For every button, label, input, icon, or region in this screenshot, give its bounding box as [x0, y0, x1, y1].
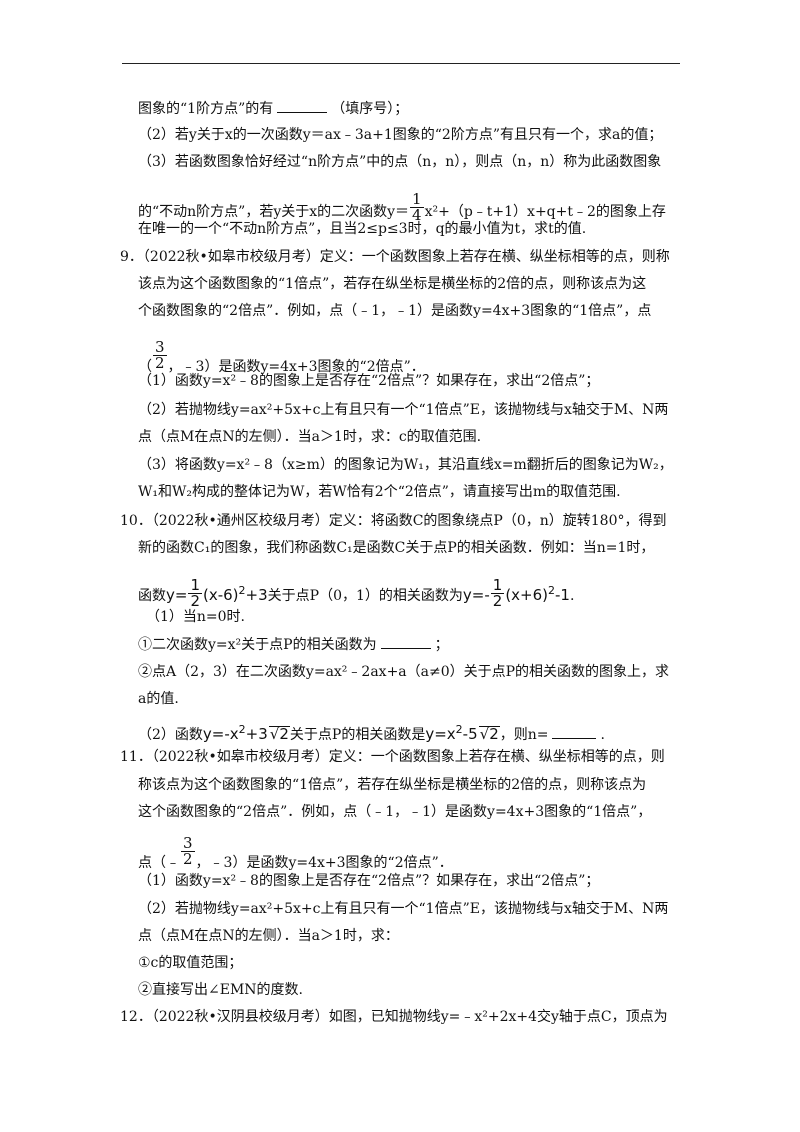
- sqrt-symbol: √2: [268, 725, 290, 743]
- text-line: 点（点M在点N的左侧）．当a＞1时，求：c的取值范围.: [138, 429, 482, 445]
- question-11-line: 11．（2022秋•如皋市校级月考）定义：一个函数图象上若存在横、纵坐标相等的点…: [120, 749, 665, 765]
- formula: y=x2-5√2: [425, 723, 500, 743]
- text-line: 新的函数C₁的图象，我们称函数C₁是函数C关于点P的相关函数．例如：当n=1时，: [138, 540, 655, 556]
- text-line: （1）当n=0时.: [146, 609, 246, 625]
- answer-blank: [552, 725, 597, 739]
- header-rule: [122, 63, 680, 64]
- text-line: ①c的取值范围；: [138, 955, 243, 971]
- formula: y=-x2+3√2: [202, 723, 290, 743]
- answer-blank: [380, 635, 431, 649]
- question-9-line: 9．（2022秋•如皋市校级月考）定义：一个函数图象上若存在横、纵坐标相等的点，…: [120, 249, 670, 265]
- text-line: ②直接写出∠EMN的度数.: [138, 982, 303, 998]
- text-line: （3）若函数图象恰好经过“n阶方点”中的点（n，n），则点（n，n）称为此函数图…: [138, 154, 662, 170]
- sqrt-symbol: √2: [478, 725, 500, 743]
- text-line: （3）将函数y=x²﹣8（x≥m）的图象记为W₁，其沿直线x=m翻折后的图象记为…: [138, 457, 673, 473]
- text-line: 称该点为这个函数图象的“1倍点”，若存在纵坐标是横坐标的2倍的点，则称该点为: [138, 777, 647, 793]
- text-line: （1）函数y=x²﹣8的图象上是否存在“2倍点”？如果存在，求出“2倍点”；: [138, 873, 600, 889]
- text-line: W₁和W₂构成的整体记为W，若W恰有2个“2倍点”，请直接写出m的取值范围.: [138, 484, 621, 500]
- text-line: 该点为这个函数图象的“1倍点”，若存在纵坐标是横坐标的2倍的点，则称该点为这: [138, 276, 647, 292]
- text-line: ①二次函数y=x²关于点P的相关函数为；: [138, 635, 449, 653]
- text-line: 点（点M在点N的左侧）．当a＞1时，求：: [138, 928, 399, 944]
- text-line: 在唯一的一个“不动n阶方点”，且当2≤p≤3时，q的最小值为t，求t的值.: [138, 221, 587, 237]
- text-line: （2）函数y=-x2+3√2关于点P的相关函数是y=x2-5√2，则n=.: [138, 723, 605, 743]
- text-line: 个函数图象的“2倍点”．例如，点（﹣1，﹣1）是函数y=4x+3图象的“1倍点”…: [138, 303, 652, 319]
- question-10-line: 10．（2022秋•通州区校级月考）定义：将函数C的图象绕点P（0，n）旋转18…: [120, 513, 667, 529]
- answer-blank: [277, 99, 328, 113]
- text-line: （1）函数y=x²﹣8的图象上是否存在“2倍点”？如果存在，求出“2倍点”；: [138, 373, 600, 389]
- question-12-line: 12．（2022秋•汉阴县校级月考）如图，已知抛物线y=﹣x²+2x+4交y轴于…: [120, 1009, 668, 1025]
- text-line: 这个函数图象的“2倍点”．例如，点（﹣1，﹣1）是函数y=4x+3图象的“1倍点…: [138, 804, 652, 820]
- text-line: a的值.: [138, 691, 179, 707]
- text-line: （2）若抛物线y=ax²+5x+c上有且只有一个“1倍点”E，该抛物线与x轴交于…: [138, 402, 669, 418]
- text-line: （2）若y关于x的一次函数y＝ax﹣3a+1图象的“2阶方点”有且只有一个，求a…: [138, 127, 663, 143]
- text-line: ②点A（2，3）在二次函数y=ax²﹣2ax+a（a≠0）关于点P的相关函数的图…: [138, 664, 670, 680]
- text-line: 图象的“1阶方点”的有（填序号）；: [138, 99, 409, 117]
- text-line: （2）若抛物线y=ax²+5x+c上有且只有一个“1倍点”E，该抛物线与x轴交于…: [138, 901, 669, 917]
